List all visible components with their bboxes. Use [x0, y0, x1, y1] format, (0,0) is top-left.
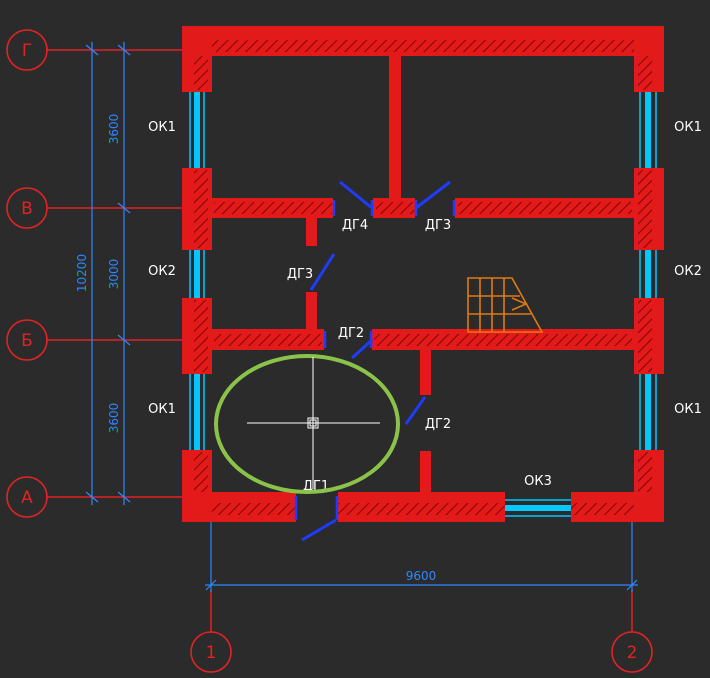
axis-label-v: В [21, 199, 33, 219]
axis-bubble-b[interactable]: Б [6, 319, 48, 361]
axis-bubble-1[interactable]: 1 [190, 631, 232, 673]
label-door-dg2-top: ДГ2 [338, 326, 364, 341]
window-left-bottom[interactable] [189, 374, 205, 450]
door-dg1-leaf[interactable] [301, 518, 337, 542]
label-window-right-top: ОК1 [674, 120, 702, 135]
label-door-dg3-top: ДГ3 [425, 218, 451, 233]
dimension-top: 3600 [107, 114, 121, 145]
window-bottom[interactable] [505, 499, 571, 517]
dimension-bottom: 3600 [107, 403, 121, 434]
axis-lines [46, 49, 633, 632]
door-dg4-leaf[interactable] [339, 180, 373, 210]
label-window-left-bottom: ОК1 [148, 402, 176, 417]
axis-bubble-a[interactable]: А [6, 476, 48, 518]
stair-icon[interactable] [467, 277, 544, 333]
dimension-lines [85, 42, 638, 592]
dimension-total-height: 10200 [75, 254, 89, 292]
axis-label-2: 2 [627, 643, 638, 663]
label-window-bottom: ОК3 [524, 474, 552, 489]
axis-label-b: Б [21, 331, 33, 351]
window-right-bottom[interactable] [639, 374, 657, 450]
axis-label-a: А [21, 488, 33, 508]
doors[interactable] [294, 180, 456, 542]
window-left-top[interactable] [189, 92, 205, 168]
label-door-dg3-left: ДГ3 [287, 267, 313, 282]
axis-bubble-2[interactable]: 2 [611, 631, 653, 673]
window-left-mid[interactable] [189, 250, 205, 298]
windows[interactable] [189, 92, 657, 517]
label-door-dg2-right: ДГ2 [425, 417, 451, 432]
axis-bubble-v[interactable]: В [6, 187, 48, 229]
door-dg2-top-leaf[interactable] [350, 338, 374, 360]
axis-label-1: 1 [206, 643, 217, 663]
window-right-top[interactable] [639, 92, 657, 168]
highlight-ellipse [214, 354, 400, 494]
dimension-total-width: 9600 [406, 569, 437, 583]
label-window-left-mid: ОК2 [148, 264, 176, 279]
crosshair-icon [247, 357, 380, 489]
axis-label-g: Г [22, 41, 32, 61]
window-right-mid[interactable] [639, 250, 657, 298]
door-dg2-right-leaf[interactable] [404, 396, 427, 425]
door-dg3-left-leaf[interactable] [309, 253, 336, 291]
axis-bubble-g[interactable]: Г [6, 29, 48, 71]
label-window-right-mid: ОК2 [674, 264, 702, 279]
dimension-middle: 3000 [107, 259, 121, 290]
label-door-dg4: ДГ4 [342, 218, 368, 233]
label-window-right-bottom: ОК1 [674, 402, 702, 417]
door-dg3-top-leaf[interactable] [415, 180, 451, 210]
label-window-left-top: ОК1 [148, 120, 176, 135]
